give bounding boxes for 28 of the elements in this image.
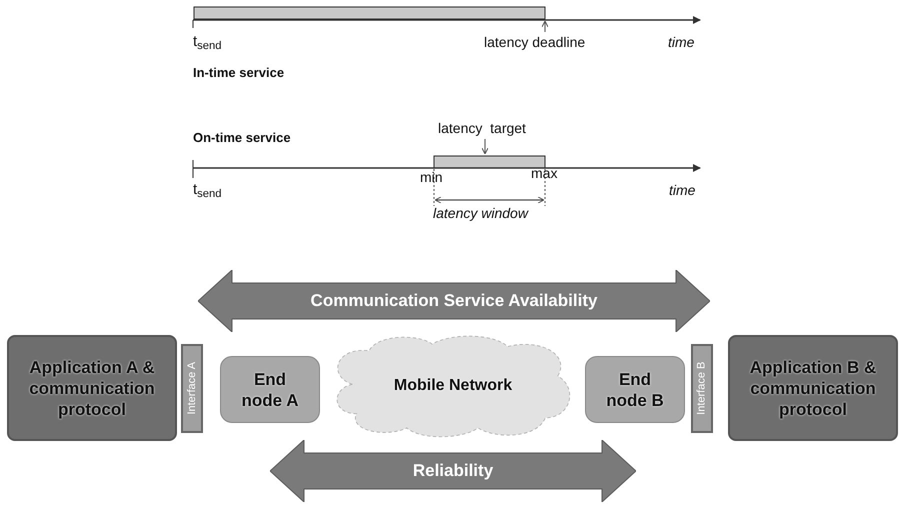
double-arrow-band <box>198 270 710 332</box>
interface-box <box>181 344 203 433</box>
end-node-box <box>585 356 685 423</box>
node-text: End node A <box>240 368 300 410</box>
min-label: min <box>420 170 443 184</box>
interface-box <box>691 344 713 433</box>
application-box <box>7 335 177 441</box>
node-text: Mobile Network <box>394 376 512 396</box>
double-arrow-band <box>270 440 636 502</box>
node-text: Application B & communication protocol <box>748 356 878 420</box>
node-text: End node B <box>605 368 665 410</box>
axis-label: time <box>669 183 696 197</box>
node-text: Application A & communication protocol <box>28 356 156 420</box>
end-node-box <box>220 356 320 423</box>
application-box <box>728 335 898 441</box>
node-text: Interface A <box>184 362 199 415</box>
deadline-label: latency deadline <box>484 35 586 49</box>
window-label: latency window <box>433 206 528 220</box>
axis-label: time <box>668 35 694 49</box>
node-text: Interface B <box>694 362 709 416</box>
target-label: latency target <box>438 121 526 135</box>
series-title: In-time service <box>193 66 284 79</box>
max-label: max <box>531 166 558 180</box>
series-title: On-time service <box>193 131 291 144</box>
time-label: t$_{send}$ <box>193 182 222 197</box>
node-text: Communication Service Availability <box>310 290 598 312</box>
node-text: Reliability <box>412 460 494 482</box>
time-label: t$_{send}$ <box>193 34 222 49</box>
